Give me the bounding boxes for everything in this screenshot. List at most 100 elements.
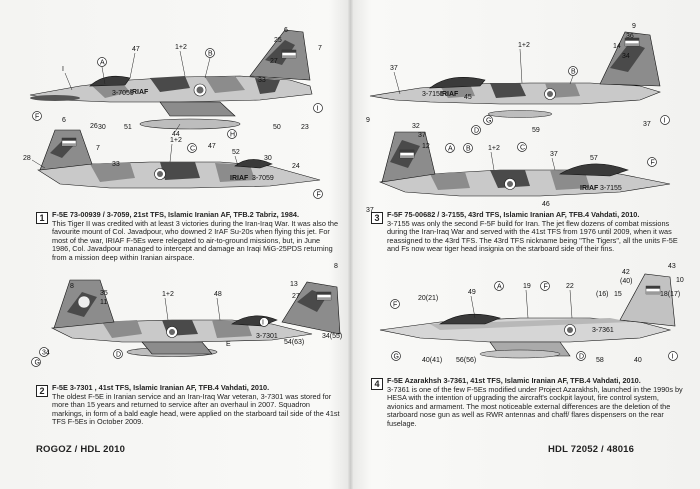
callout: 34 <box>42 350 50 357</box>
callout: 1+2 <box>488 145 500 152</box>
callout: 11 <box>100 299 107 306</box>
profile-4-title: F-5E Azarakhsh 3-7361, 41st TFS, Islamic… <box>387 376 641 385</box>
profile-4-caption: F-5E Azarakhsh 3-7361, 41st TFS, Islamic… <box>387 376 683 429</box>
p1-top-serial: 3-7059 <box>112 90 134 97</box>
profile-2-title: F-5E 3-7301 , 41st TFS, Islamic Iranian … <box>52 383 270 392</box>
callout: 7 <box>96 145 100 152</box>
callout: I <box>672 354 674 361</box>
callout: 1+2 <box>518 42 530 49</box>
callout: 13 <box>290 281 298 288</box>
callout: 49 <box>468 289 476 296</box>
callout: I <box>317 106 319 113</box>
p1-top-iriaf: IRIAF <box>130 89 149 96</box>
callout: I <box>664 118 666 125</box>
callout: D <box>116 352 121 359</box>
profile-1-caption: F-5E 73-00939 / 3-7059, 21st TFS, Islami… <box>52 210 340 263</box>
profile-2-aircraft: 3-7301 8 35 11 1+2 48 13 27 8 34 D G I E… <box>31 263 342 367</box>
callout: 22 <box>566 283 574 290</box>
callout: C <box>190 146 195 153</box>
callout: C <box>520 145 525 152</box>
callout: 35 <box>100 290 108 297</box>
callout: G <box>394 354 399 361</box>
p3-top-serial: 3-7155 <box>422 91 444 98</box>
callout: G <box>486 118 491 125</box>
callout: 8 <box>70 283 74 290</box>
profile-number-box: 1 <box>36 212 48 224</box>
profile-4-aircraft: 3-7361 F 20(21) 49 A 19 F 22 (16) 15 42 … <box>379 263 684 364</box>
profile-number-box: 2 <box>36 385 48 397</box>
callout: 56(56) <box>456 357 476 364</box>
callout: 33 <box>258 77 266 84</box>
callout: (16) <box>596 291 608 298</box>
callout: 51 <box>124 124 132 131</box>
callout: 45 <box>464 94 472 101</box>
callout: 1+2 <box>170 137 182 144</box>
profile-3-title: F-5F 75-00682 / 3-7155, 43rd TFS, Islami… <box>387 210 640 219</box>
profile-3-top-aircraft: 3-7155 IRIAF 9 36 14 34 1+2 37 45 B 32 5… <box>369 23 670 135</box>
callout: 30 <box>98 124 106 131</box>
callout: 32 <box>412 123 420 130</box>
callout: 33 <box>112 161 120 168</box>
callout: 14 <box>613 43 621 50</box>
callout: G <box>35 360 40 367</box>
profile-1-top-aircraft: 3-7059 IRIAF I A 47 1+2 B 6 25 7 27 33 F… <box>29 27 323 139</box>
callout: 37 <box>390 65 398 72</box>
profile-4-body: 3-7361 is one of the few F-5Es modified … <box>387 384 683 428</box>
callout: 19 <box>523 283 531 290</box>
callout: 54(63) <box>284 339 304 346</box>
profile-1-title: F-5E 73-00939 / 3-7059, 21st TFS, Islami… <box>52 210 299 219</box>
callout: 12 <box>422 143 430 150</box>
callout: 59 <box>532 127 540 134</box>
profile-3-caption: F-5F 75-00682 / 3-7155, 43rd TFS, Islami… <box>387 210 683 254</box>
profile-number-box: 4 <box>371 378 383 390</box>
callout: A <box>100 60 105 67</box>
profile-1-bottom-aircraft: 3-7059 IRIAF 6 26 7 28 33 1+2 C 47 52 30… <box>23 117 323 199</box>
callout: 37 <box>550 151 558 158</box>
callout: 27 <box>292 293 300 300</box>
p3-top-iriaf: IRIAF <box>440 91 459 98</box>
callout: 52 <box>232 149 240 156</box>
callout: 34 <box>622 53 630 60</box>
callout: 8 <box>334 263 338 270</box>
callout: 10 <box>676 277 684 284</box>
callout: 1+2 <box>175 44 187 51</box>
p3-bottom-iriaf: IRIAF <box>580 185 599 192</box>
callout: 43 <box>668 263 676 270</box>
callout: 34(55) <box>322 333 342 340</box>
callout: 18(17) <box>660 291 680 298</box>
callout: B <box>466 146 471 153</box>
callout: 42 <box>622 269 630 276</box>
profile-3-bottom-aircraft: 3-7155 IRIAF 9 37 12 A B 1+2 C 37 57 F 4… <box>366 117 671 214</box>
p1-bottom-serial: 3-7059 <box>252 175 274 182</box>
callout: 40 <box>634 357 642 364</box>
callout: 46 <box>542 201 550 208</box>
footer-right: HDL 72052 / 48016 <box>548 444 635 455</box>
p4-serial: 3-7361 <box>592 327 614 334</box>
callout: 25 <box>274 37 282 44</box>
callout: 37 <box>418 132 426 139</box>
callout: 9 <box>366 117 370 124</box>
callout: 37 <box>643 121 651 128</box>
callout: A <box>497 284 502 291</box>
callout: I <box>262 320 264 327</box>
callout: 47 <box>208 143 216 150</box>
callout: (40) <box>620 278 632 285</box>
callout: 24 <box>292 163 300 170</box>
callout: 36 <box>626 33 634 40</box>
callout: 27 <box>270 58 278 65</box>
callout: D <box>579 354 584 361</box>
callout: 6 <box>62 117 66 124</box>
callout: 47 <box>132 46 140 53</box>
profile-2-body: The oldest F-5E in Iranian service and a… <box>52 391 340 427</box>
callout: B <box>208 51 213 58</box>
callout: F <box>317 192 321 199</box>
p1-bottom-iriaf: IRIAF <box>230 175 249 182</box>
profile-number-box: 3 <box>371 212 383 224</box>
callout: 50 <box>273 124 281 131</box>
callout: 1+2 <box>162 291 174 298</box>
callout: F <box>35 114 39 121</box>
callout: 6 <box>284 27 288 34</box>
p2-serial: 3-7301 <box>256 333 278 340</box>
callout: 9 <box>632 23 636 30</box>
callout: E <box>226 341 231 348</box>
